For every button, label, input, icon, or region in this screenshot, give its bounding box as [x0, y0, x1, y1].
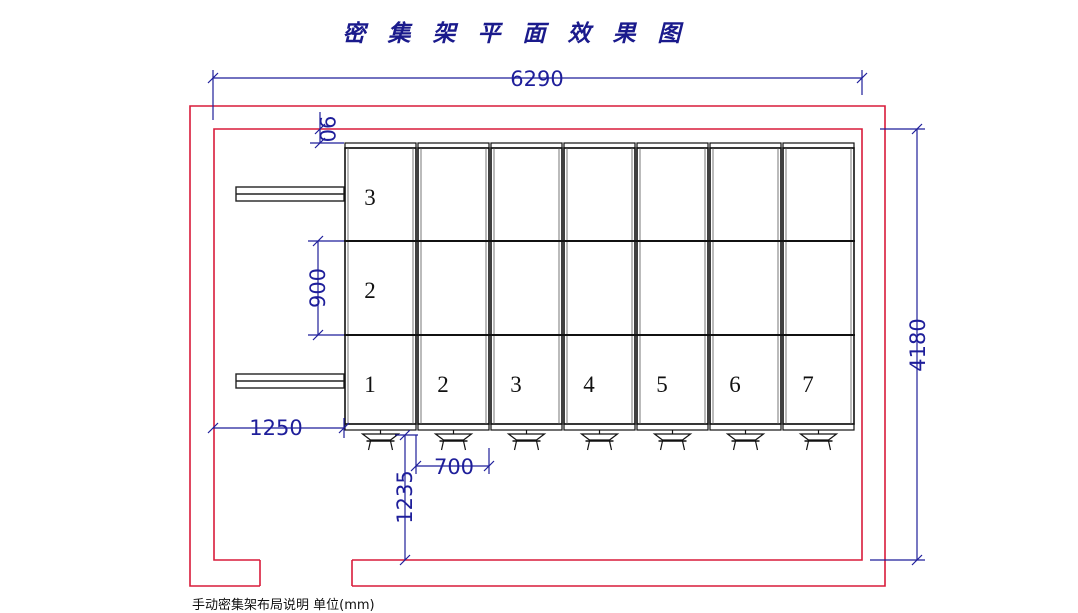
shelf-unit: [709, 147, 782, 425]
column-label: 2: [437, 372, 449, 397]
handwheel: [798, 433, 839, 441]
shelf-bottom-cap: [417, 423, 490, 431]
shelf-unit: [490, 147, 563, 425]
row-label: 2: [364, 278, 376, 303]
handwheel-leg: [681, 440, 686, 451]
dim-row-tick-top: [312, 235, 324, 247]
handwheel: [360, 433, 401, 441]
handwheel: [506, 433, 547, 441]
dim-gap-tick-b: [314, 137, 326, 149]
diagram-title: 密 集 架 平 面 效 果 图: [342, 21, 688, 47]
room-walls: [189, 105, 886, 587]
dimension-lines: [207, 70, 925, 566]
column-label: 7: [802, 372, 814, 397]
dim-width-tick-left: [207, 72, 219, 84]
shelf-unit: [417, 147, 490, 425]
dim-height-tick-bottom: [911, 554, 923, 566]
dim-row-tick-bottom: [312, 329, 324, 341]
row-label: 3: [364, 185, 376, 210]
dim-unit-label: 700: [434, 455, 474, 479]
dim-width-label: 6290: [510, 67, 563, 91]
dim-bottom-tick-top: [399, 429, 411, 441]
handwheel-leg: [440, 440, 445, 451]
dim-offset-tick-left: [207, 422, 219, 434]
handwheel-leg: [513, 440, 518, 451]
row-label: 1: [364, 372, 376, 397]
handwheel: [725, 433, 766, 441]
shelf-bottom-cap: [490, 423, 563, 431]
column-label: 3: [510, 372, 522, 397]
inner-wall: [213, 128, 863, 561]
handwheel-leg: [805, 440, 810, 451]
handwheel-leg: [389, 440, 394, 451]
shelf-unit: [563, 147, 636, 425]
handwheel: [579, 433, 620, 441]
handwheel-leg: [754, 440, 759, 451]
handwheel: [433, 433, 474, 441]
handwheel-leg: [462, 440, 467, 451]
handwheel-leg: [586, 440, 591, 451]
dim-width-tick-right: [856, 72, 868, 84]
shelf-unit: [344, 147, 417, 425]
shelf-bottom-cap: [563, 423, 636, 431]
shelf-unit: [782, 147, 855, 425]
dim-offset-tick-right: [338, 422, 350, 434]
column-label: 4: [583, 372, 595, 397]
shelf-unit: [636, 147, 709, 425]
dim-unit-tick-right: [483, 460, 495, 472]
shelf-bottom-cap: [636, 423, 709, 431]
dim-bottom-tick-bottom: [399, 554, 411, 566]
shelf-bottom-cap: [709, 423, 782, 431]
handwheel-leg: [608, 440, 613, 451]
handwheel-leg: [367, 440, 372, 451]
handwheel-leg: [535, 440, 540, 451]
dim-gap-tick-a: [314, 123, 326, 135]
shelving-grid: 3 2 1 2 3 4 5 6 7: [344, 142, 855, 451]
rails: [235, 186, 345, 389]
outer-wall: [189, 105, 886, 587]
column-label: 5: [656, 372, 668, 397]
dim-gap-label: 90: [315, 116, 339, 143]
dim-height-tick-top: [911, 123, 923, 135]
shelf-bottom-cap: [782, 423, 855, 431]
handwheel-leg: [659, 440, 664, 451]
dim-height-label: 4180: [906, 318, 930, 371]
handwheel: [652, 433, 693, 441]
dim-row-label: 900: [306, 268, 330, 308]
dim-bottom-label: 1235: [393, 470, 417, 523]
handwheel-leg: [827, 440, 832, 451]
shelf-bottom-cap: [344, 423, 417, 431]
dim-offset-label: 1250: [249, 416, 302, 440]
column-label: 6: [729, 372, 741, 397]
handwheel-leg: [732, 440, 737, 451]
dim-unit-tick-left: [410, 460, 422, 472]
